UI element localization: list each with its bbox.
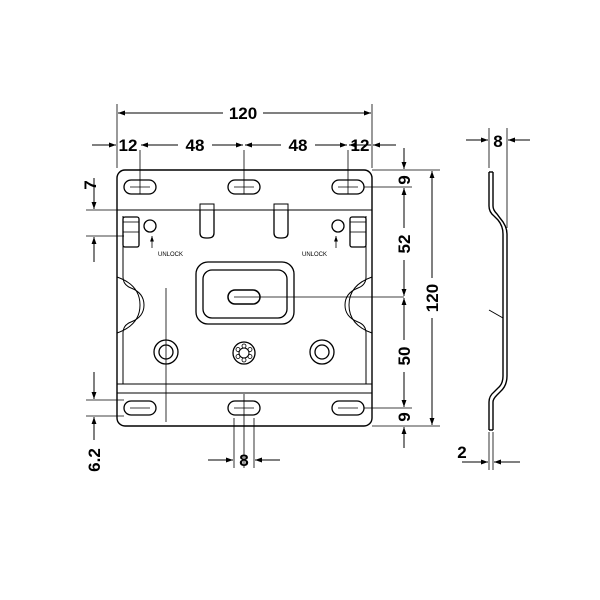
side-profile-center-mark [488,309,504,319]
dim-edge-left: 12 [119,136,138,155]
center-screw-outer [232,341,256,365]
unlock-hole-left [143,219,157,233]
dim-side-thickness: 2 [457,443,466,462]
unlock-label-right: UNLOCK [302,252,327,258]
tab-right-base [273,203,289,211]
unlock-hole-right [331,219,345,233]
central-boss-inner [202,269,288,319]
dim-spacing-right-bg [281,134,315,154]
center-screw-lobes [235,343,253,363]
central-boss-outer [195,261,295,325]
dim-side-depth: 8 [493,132,502,151]
dim-spacing-right: 48 [289,136,308,155]
round-hole-right-inner [314,344,330,360]
slot-bottom-left [123,400,157,416]
dim-overall-height-bg [423,278,441,318]
mounting-plate-front-view: UNLOCK UNLOCK [116,150,412,468]
dim-bottom-margin: 9 [395,412,414,421]
dim-upper-spacing: 52 [395,235,414,254]
top-dimensions: 120 12 48 48 12 [92,104,396,168]
dim-top-offset: 7 [81,180,100,189]
inner-panel-outline [122,216,367,384]
dim-lower-spacing-bg [395,340,413,372]
lock-block-left-detail [122,221,140,233]
dim-upper-spacing-bg [395,228,413,260]
unlock-label-left: UNLOCK [158,252,183,258]
side-profile-inner [492,172,508,430]
dim-lower-spacing: 50 [395,347,414,366]
bottom-dimension: 8 [208,418,280,470]
dim-slot-width: 8 [239,451,248,470]
tab-left [199,210,215,239]
dim-overall-height: 120 [423,284,442,312]
left-side-notch [116,276,141,334]
dim-spacing-left-bg [178,134,212,154]
side-profile-outer [488,172,504,430]
dim-bottom-offset: 6.2 [85,448,104,472]
dim-spacing-left: 48 [186,136,205,155]
left-dimensions: 7 6.2 [81,178,200,472]
right-dimensions: 9 52 50 9 120 [372,148,442,448]
side-profile-view: 8 2 [457,128,530,470]
round-hole-right-outer [309,339,335,365]
tab-left-base [199,203,215,211]
tab-right [273,210,289,239]
plate-outline [116,169,373,427]
dim-top-margin: 9 [395,175,414,184]
right-side-notch [348,276,373,334]
dim-edge-right: 12 [351,136,370,155]
dim-overall-width: 120 [229,104,257,123]
lock-block-right-detail [349,221,367,233]
